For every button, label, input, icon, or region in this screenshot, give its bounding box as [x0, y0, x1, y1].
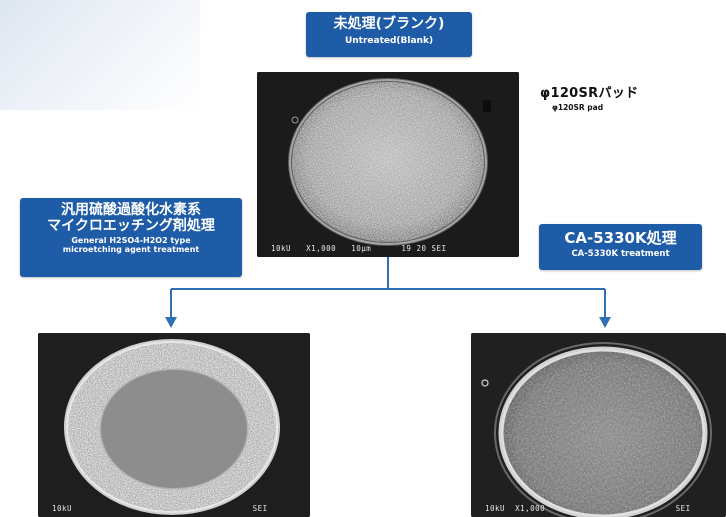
ca5330k-label-box: CA-5330K処理 CA-5330K treatment	[539, 224, 702, 270]
untreated-label-jp: 未処理(ブランク)	[333, 16, 445, 32]
pad-note-en: φ120SR pad	[552, 103, 604, 112]
pad-note: φ120SRパッド φ120SR pad	[540, 82, 638, 112]
untreated-label-en: Untreated(Blank)	[344, 35, 434, 46]
sem-untreated-graphic	[257, 72, 519, 257]
pad-note-jp: φ120SRパッド	[540, 86, 639, 101]
general-treatment-label-box: 汎用硫酸過酸化水素系 マイクロエッチング剤処理 General H2SO4-H2…	[20, 198, 242, 277]
sem-general-caption: 10kU SEI	[52, 504, 268, 513]
ca5330k-label-en: CA-5330K treatment	[571, 248, 670, 259]
sem-untreated-caption: 10kU X1,000 10μm 19 20 SEI	[271, 244, 447, 253]
background-tint	[0, 0, 200, 110]
sem-general-graphic	[38, 333, 310, 517]
sem-ca5330k-caption: 10kU X1,000 SEI	[485, 504, 691, 513]
arrow-left-head	[165, 317, 177, 328]
sem-image-general-treatment: 10kU SEI	[38, 333, 310, 517]
general-label-en-line1: General H2SO4-H2O2 type	[71, 236, 191, 246]
general-label-en-line2: microetching agent treatment	[62, 245, 200, 255]
ca5330k-label-jp: CA-5330K処理	[564, 229, 677, 247]
general-label-jp-line2: マイクロエッチング剤処理	[47, 217, 215, 234]
general-label-jp-line1: 汎用硫酸過酸化水素系	[61, 202, 201, 218]
arrow-right-head	[599, 317, 611, 328]
sem-image-untreated: 10kU X1,000 10μm 19 20 SEI	[257, 72, 519, 257]
untreated-label-box: 未処理(ブランク) Untreated(Blank)	[306, 12, 472, 57]
sem-ca5330k-graphic	[471, 333, 726, 517]
sem-image-ca5330k: 10kU X1,000 SEI	[471, 333, 726, 517]
